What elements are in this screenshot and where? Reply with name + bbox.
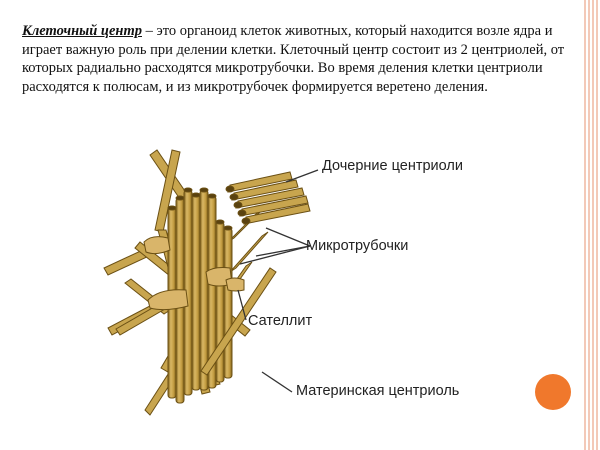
satellites [143, 236, 245, 311]
decorative-orange-circle [535, 374, 571, 410]
label-microtubules: Микротрубочки [306, 238, 409, 254]
description-paragraph: Клеточный центр – это органоид клеток жи… [22, 22, 572, 96]
label-satellite: Сателлит [248, 313, 313, 329]
leader-lines [237, 169, 319, 393]
decorative-border [582, 0, 600, 450]
label-daughter-centrioles: Дочерние центриоли [322, 158, 463, 174]
term-cell-center: Клеточный центр [22, 23, 142, 39]
daughter-centriole [225, 171, 311, 225]
label-mother-centriole: Материнская центриоль [296, 383, 460, 399]
description-text: – это органоид клеток животных, который … [22, 23, 565, 95]
